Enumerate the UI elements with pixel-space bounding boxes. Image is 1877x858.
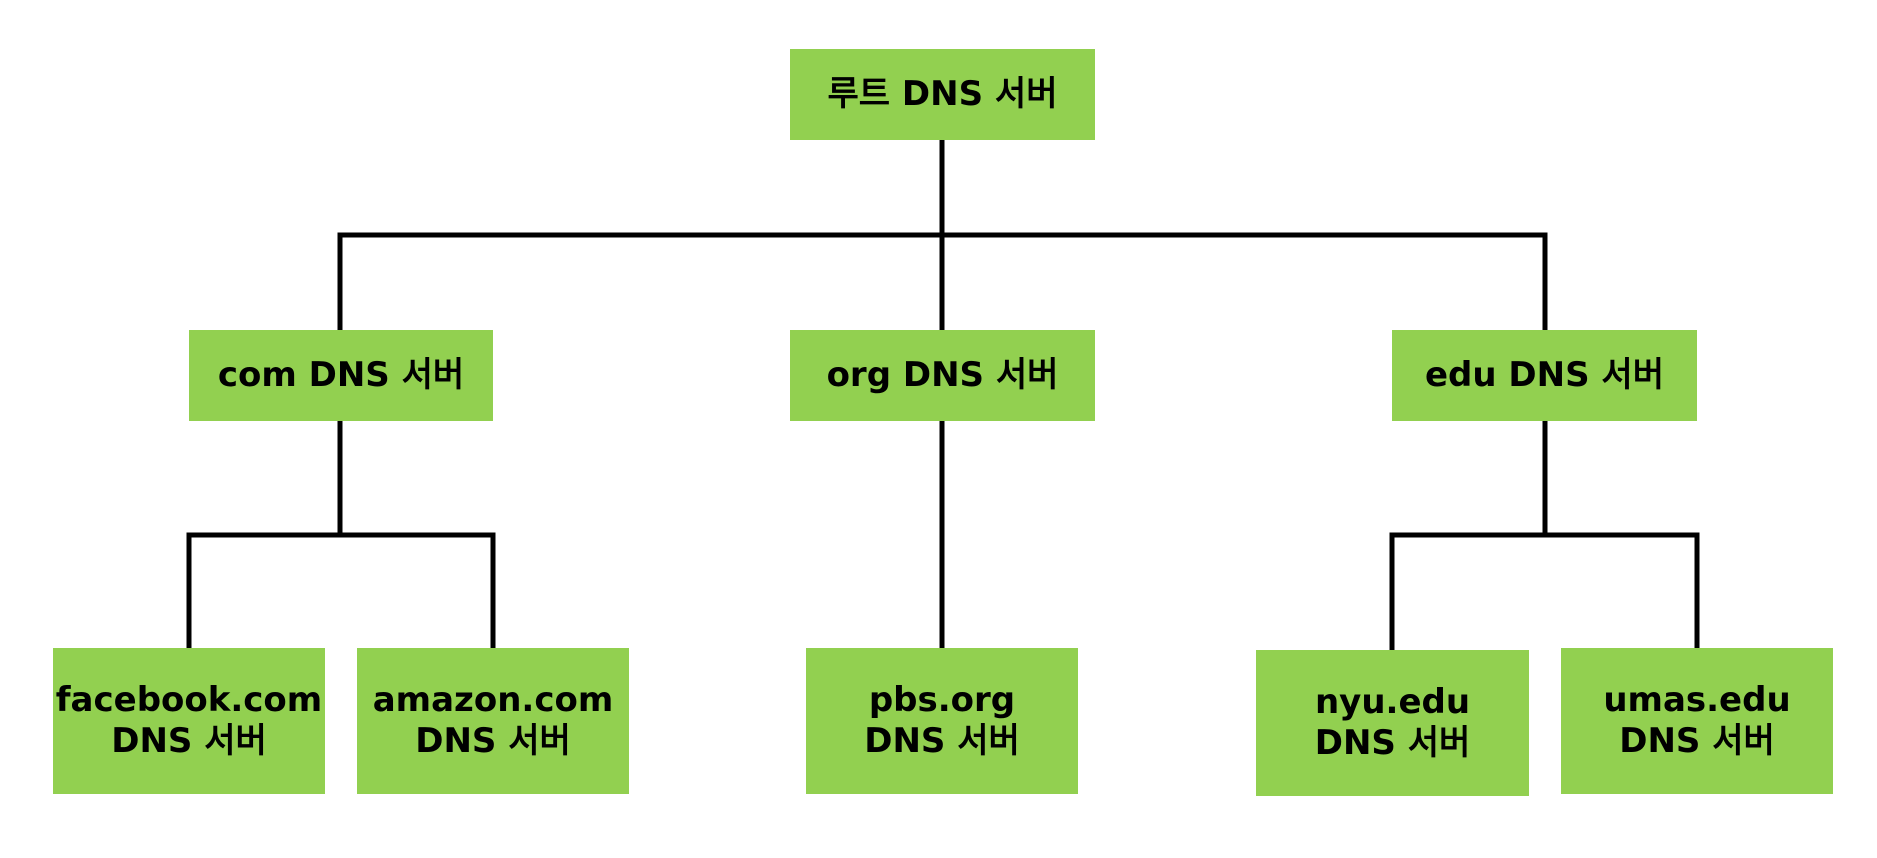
edu-to-children-connector — [1389, 417, 1700, 653]
umas-dns-server-label: DNS 서버 — [1619, 721, 1775, 761]
nyu-dns-server-node: nyu.edu DNS 서버 — [1256, 650, 1529, 796]
nyu-domain-label: nyu.edu — [1314, 681, 1471, 722]
pbs-domain-label: pbs.org — [868, 679, 1016, 720]
org-dns-server-node: org DNS 서버 — [790, 330, 1095, 421]
amazon-dns-server-node: amazon.com DNS 서버 — [357, 648, 629, 794]
amazon-dns-server-label: DNS 서버 — [415, 721, 571, 761]
facebook-dns-server-label: DNS 서버 — [111, 721, 267, 761]
pbs-dns-server-label: DNS 서버 — [864, 721, 1020, 761]
root-to-tld-connector — [337, 137, 1548, 333]
edu-dns-server-label: edu DNS 서버 — [1424, 354, 1664, 395]
root-dns-server-node: 루트 DNS 서버 — [790, 49, 1095, 140]
pbs-dns-server-node: pbs.org DNS 서버 — [806, 648, 1078, 794]
umas-dns-server-node: umas.edu DNS 서버 — [1561, 648, 1833, 794]
root-dns-server-label: 루트 DNS 서버 — [827, 73, 1058, 114]
com-dns-server-node: com DNS 서버 — [189, 330, 493, 421]
edu-dns-server-node: edu DNS 서버 — [1392, 330, 1697, 421]
com-to-children-connector — [186, 417, 496, 651]
amazon-domain-label: amazon.com — [372, 679, 614, 720]
com-dns-server-label: com DNS 서버 — [217, 354, 465, 395]
nyu-dns-server-label: DNS 서버 — [1314, 723, 1471, 763]
facebook-dns-server-node: facebook.com DNS 서버 — [53, 648, 325, 794]
umas-domain-label: umas.edu — [1603, 679, 1791, 720]
facebook-domain-label: facebook.com — [55, 679, 323, 720]
org-dns-server-label: org DNS 서버 — [826, 354, 1059, 395]
